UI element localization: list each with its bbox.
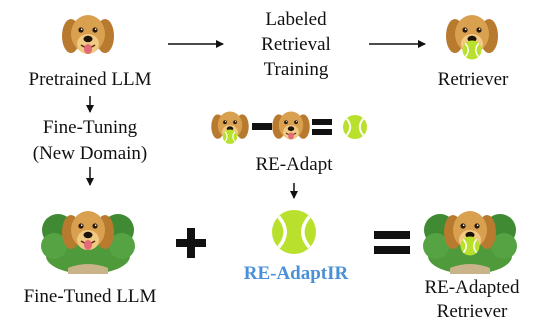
pretrained-dog-icon [62, 15, 114, 55]
labeled-training-line1: Labeled [265, 9, 327, 30]
fine-tuning-line1: Fine-Tuning [42, 117, 138, 138]
pretrained-llm-label: Pretrained LLM [28, 69, 152, 90]
re-adaptir-ball-icon [270, 208, 318, 256]
labeled-training-line3: Training [263, 59, 329, 80]
equation-dog-with-ball-icon [211, 111, 249, 145]
re-adapted-retriever-scene-icon [423, 211, 517, 274]
equation-dog-icon [272, 111, 310, 141]
re-adapted-line2: Retriever [436, 301, 508, 322]
equals-sign-icon [312, 119, 332, 135]
fine-tuned-llm-label: Fine-Tuned LLM [23, 286, 157, 307]
labeled-training-line2: Retrieval [261, 34, 331, 55]
fine-tuned-dog-scene-icon [41, 211, 135, 274]
retriever-dog-with-ball-icon [446, 15, 498, 61]
plus-sign-icon [176, 228, 206, 258]
re-adaptir-label: RE-AdaptIR [243, 263, 349, 284]
large-equals-sign-icon [374, 231, 410, 254]
retriever-label: Retriever [437, 69, 509, 90]
re-adapt-label: RE-Adapt [255, 154, 333, 175]
fine-tuning-line2: (New Domain) [32, 143, 148, 164]
minus-sign-icon [252, 123, 272, 130]
re-adapted-line1: RE-Adapted [424, 277, 520, 298]
equation-ball-icon [342, 114, 368, 140]
